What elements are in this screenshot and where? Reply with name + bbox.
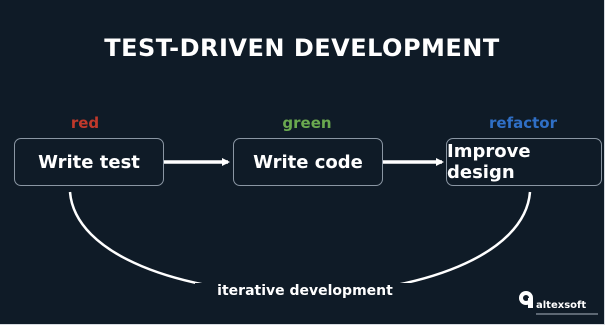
altexsoft-logo-text: altexsoft [536,300,587,311]
altexsoft-logo: altexsoft [518,288,598,320]
iterative-loop-arc [68,191,532,296]
stage-label-green: green [282,114,332,132]
stage-label-red: red [70,114,100,132]
box-write-code: Write code [233,138,383,186]
box-improve-design: Improve design [446,138,602,186]
altexsoft-logo-tagline [536,313,598,315]
diagram-title: TEST-DRIVEN DEVELOPMENT [104,34,500,62]
altexsoft-logo-icon [519,291,533,308]
diagram-canvas: TEST-DRIVEN DEVELOPMENT red green refact… [0,0,605,325]
loop-label: iterative development [195,283,415,299]
stage-label-refactor: refactor [489,114,557,132]
box-write-test: Write test [14,138,164,186]
